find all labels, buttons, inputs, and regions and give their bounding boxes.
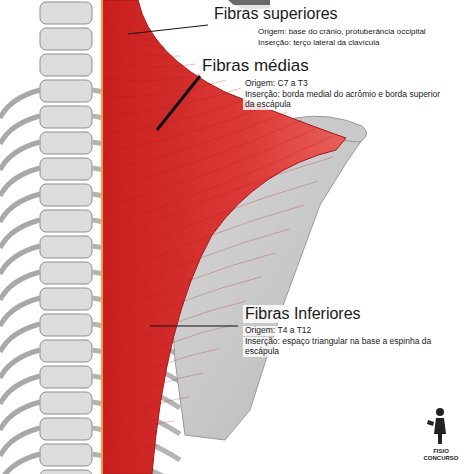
trapezius-muscle [102,0,346,474]
muscle-fiber [104,80,226,97]
muscle-fiber [104,136,332,226]
vertebra [40,366,92,388]
leader-line [128,25,208,34]
watermark: FISIO CONCURSO [418,448,464,462]
vertebra [40,314,92,336]
rib [0,324,40,352]
rib [0,90,40,118]
section-heading: Fibras superiores [212,5,340,23]
insertion-note: Inserção: espaço triangular na base a es… [243,337,468,357]
midline [101,0,103,474]
vertebra [40,2,92,24]
insertion-note: Inserção: borda medial do acrômio e bord… [243,90,448,110]
muscle-fiber [104,120,302,189]
vertebra [40,106,92,128]
muscle-fiber [104,325,232,373]
vertebra [40,470,92,474]
origin-note: Origem: T4 a T12 [243,326,313,336]
muscle-fiber [104,277,261,336]
origin-note: Origem: base do crânio, protuberância oc… [256,27,428,36]
muscle-fiber [104,23,165,48]
vertebra [40,418,92,440]
muscle-fiber [104,205,304,281]
vertebra [40,340,92,362]
muscle-fiber [104,60,196,67]
rib [0,402,40,430]
muscle-fiber [104,445,160,465]
vertebra [40,288,92,310]
origin-note: Origem: C7 a T3 [243,79,310,89]
muscle-fiber [104,349,218,391]
rib [0,246,40,274]
muscle-fibers [104,5,333,465]
muscle-fiber [104,157,333,244]
muscle-fiber [104,5,150,40]
vertebra [40,28,92,50]
vertebra [40,80,92,102]
rib [0,272,40,300]
vertebra [40,236,92,258]
section-heading: Fibras médias [200,56,311,76]
vertebra [40,158,92,180]
logo-figure [427,408,446,444]
muscle-fiber [104,229,290,299]
muscle-fiber [104,128,317,207]
muscle-fiber [104,397,189,428]
muscle-fiber [104,181,318,263]
rib [0,428,40,456]
vertebra [40,54,92,76]
rib [0,298,40,326]
vertebra [40,132,92,154]
muscle-fiber [104,42,180,57]
rib [0,116,40,144]
rib [0,220,40,248]
rib [0,350,40,378]
muscle-fiber [104,72,211,81]
rib [0,376,40,404]
insertion-note: Inserção: terço lateral da clavícula [256,38,381,47]
vertebra [40,184,92,206]
vertebra [40,210,92,232]
muscle-fiber [104,421,174,447]
muscle-fiber [104,373,203,410]
vertebra [40,444,92,466]
rib [0,454,40,474]
rib [0,194,40,222]
muscle-fiber [104,301,246,355]
section-heading: Fibras Inferiores [243,305,363,323]
vertebra [40,262,92,284]
vertebra [40,392,92,414]
rib [0,142,40,170]
leader-line [157,76,200,130]
leader-line [150,326,238,327]
rib [0,168,40,196]
